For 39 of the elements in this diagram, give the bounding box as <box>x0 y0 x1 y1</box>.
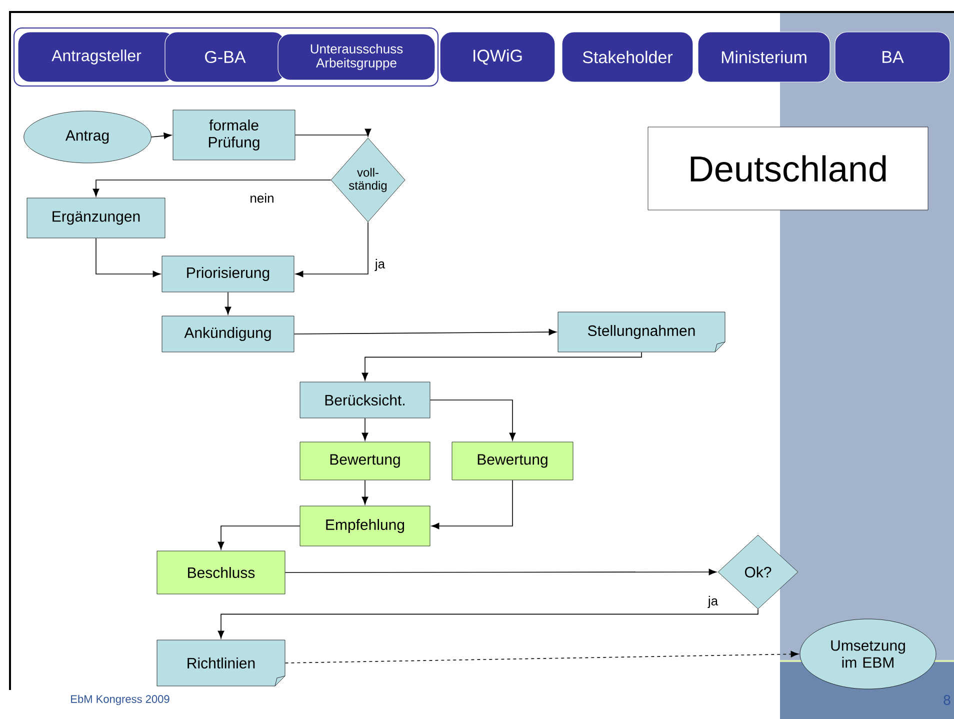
arrow <box>224 292 232 315</box>
arrow <box>362 352 642 381</box>
arrow <box>294 328 557 336</box>
role-tab: BA <box>834 32 950 82</box>
arrow <box>294 128 372 137</box>
arrow <box>362 480 368 505</box>
process-box: formale Prüfung <box>172 110 296 160</box>
edge-label: ja <box>706 594 720 610</box>
process-box: Ankündigung <box>162 316 294 352</box>
process-box: Ergänzungen <box>26 198 166 238</box>
role-tab: IQWiG <box>440 32 556 82</box>
process-box: Beschluss <box>156 550 286 594</box>
title-box: Deutschland <box>648 126 928 210</box>
role-tab: Unterausschuss Arbeitsgruppe <box>278 34 436 80</box>
arrow <box>295 222 368 278</box>
arrow <box>284 568 717 576</box>
group-frame <box>14 28 438 86</box>
footer-text: EbM Kongress 2009 <box>71 694 170 706</box>
arrow <box>96 238 161 278</box>
role-tab: Antragsteller <box>18 32 176 82</box>
role-tab: Ministerium <box>698 32 830 82</box>
role-tab: Stakeholder <box>562 32 694 82</box>
edge-label: nein <box>248 192 276 204</box>
arrow <box>284 650 799 664</box>
arrow <box>150 132 172 139</box>
arrow <box>431 480 513 530</box>
edge-label: ja <box>374 258 386 272</box>
process-box: Berücksicht. <box>300 382 430 418</box>
arrow <box>362 418 368 441</box>
process-box: Empfehlung <box>300 506 430 546</box>
arrow <box>92 180 332 197</box>
process-box: Bewertung <box>300 442 430 480</box>
arrow <box>218 526 300 550</box>
process-box: Priorisierung <box>162 256 294 292</box>
process-box: Bewertung <box>452 442 574 480</box>
role-tab: G-BA <box>164 32 286 82</box>
page-number: 8 <box>944 695 950 705</box>
arrow <box>218 608 758 639</box>
arrow <box>430 400 516 441</box>
